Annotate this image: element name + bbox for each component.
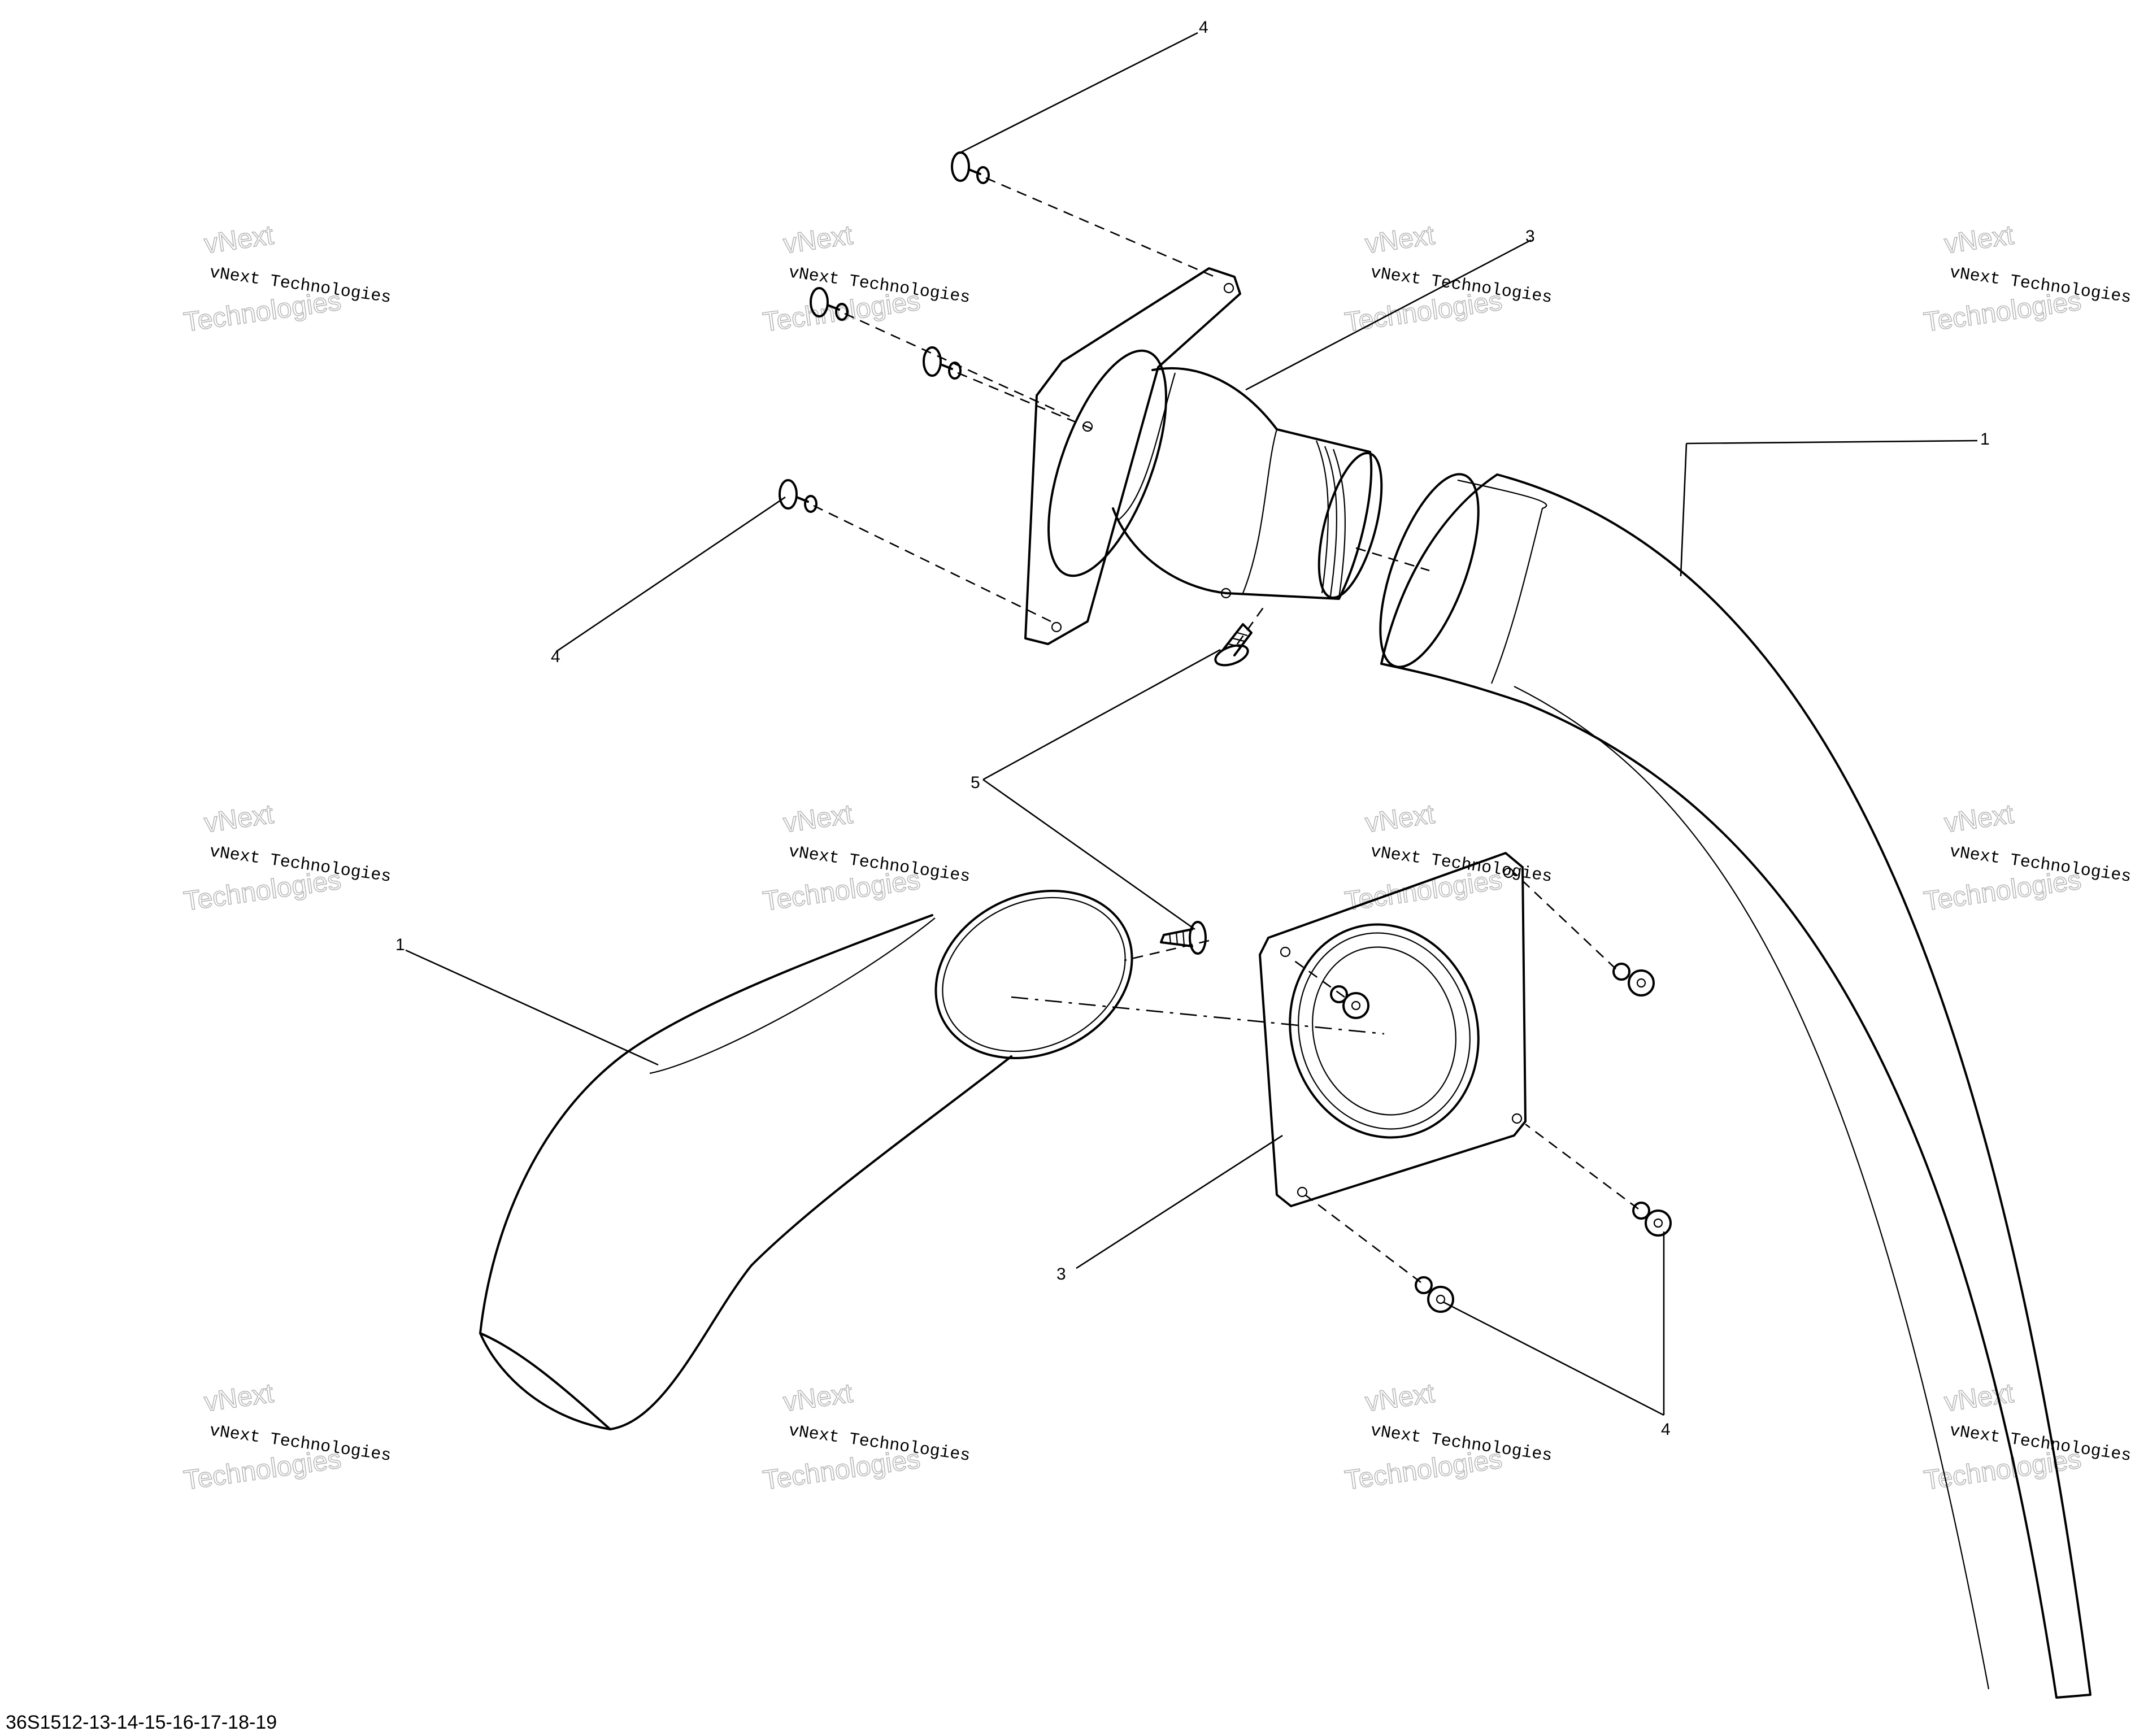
callout-rivets-left: 4	[551, 647, 560, 666]
callout-labels: 1 1 3 3 4 4 4 5	[395, 18, 1990, 1439]
svg-text:vNext: vNext	[202, 220, 275, 260]
watermark-4: vNext Technologies vNext Technologies	[1921, 220, 2132, 338]
rivet-lower-3	[1632, 1202, 1672, 1237]
watermark-grid: vNext Technologies vNext Technologies vN…	[181, 220, 2132, 1496]
svg-text:vNext: vNext	[781, 220, 854, 260]
callout-duct-upper: 1	[1980, 430, 1990, 449]
screw-lower	[1160, 921, 1207, 955]
rivet-upper-left-1	[810, 287, 849, 321]
air-duct-upper	[1379, 473, 2091, 1699]
watermark-10: vNext Technologies vNext Technologies	[760, 1378, 971, 1496]
watermark-1: vNext Technologies vNext Technologies	[181, 220, 392, 338]
duct-adapter-lower	[1259, 852, 1527, 1207]
rivet-upper-left-2	[923, 346, 962, 380]
callout-adapter-lower: 3	[1056, 1265, 1066, 1283]
callout-rivets-top: 4	[1199, 18, 1208, 37]
svg-text:vNext: vNext	[1363, 220, 1436, 260]
air-duct-lower	[479, 890, 1133, 1430]
svg-text:vNext: vNext	[1942, 1378, 2015, 1418]
rivet-top	[951, 151, 990, 184]
watermark-6: vNext Technologies vNext Technologies	[760, 799, 971, 917]
rivet-lower-4	[1415, 1276, 1454, 1313]
rivet-lower-2	[1612, 963, 1655, 997]
screw-upper	[1214, 623, 1253, 667]
rivet-lower-1	[1330, 985, 1369, 1019]
assembly-lines	[813, 177, 1639, 1283]
watermark-9: vNext Technologies vNext Technologies	[181, 1378, 392, 1496]
watermark-12: vNext Technologies vNext Technologies	[1921, 1378, 2132, 1496]
callout-rivets-lower: 4	[1661, 1420, 1671, 1439]
leader-lines	[405, 32, 1978, 1416]
rivet-left	[779, 479, 818, 513]
watermark-11: vNext Technologies vNext Technologies	[1342, 1378, 1553, 1496]
svg-text:vNext: vNext	[202, 1378, 275, 1418]
svg-text:vNext: vNext	[202, 799, 275, 839]
watermark-5: vNext Technologies vNext Technologies	[181, 799, 392, 917]
callout-screws: 5	[971, 773, 980, 792]
svg-text:vNext: vNext	[1363, 1378, 1436, 1418]
drawing-code: 36S1512-13-14-15-16-17-18-19	[6, 1712, 277, 1733]
svg-text:vNext: vNext	[781, 799, 854, 839]
watermark-3: vNext Technologies vNext Technologies	[1342, 220, 1553, 338]
svg-text:vNext: vNext	[1363, 799, 1436, 839]
callout-adapter-upper: 3	[1525, 227, 1535, 246]
watermark-8: vNext Technologies vNext Technologies	[1921, 799, 2132, 917]
callout-duct-lower: 1	[395, 936, 405, 954]
svg-text:vNext: vNext	[781, 1378, 854, 1418]
watermark-2: vNext Technologies vNext Technologies	[760, 220, 971, 338]
duct-adapter-upper	[1024, 267, 1383, 645]
svg-text:vNext: vNext	[1942, 220, 2015, 260]
svg-text:vNext: vNext	[1942, 799, 2015, 839]
